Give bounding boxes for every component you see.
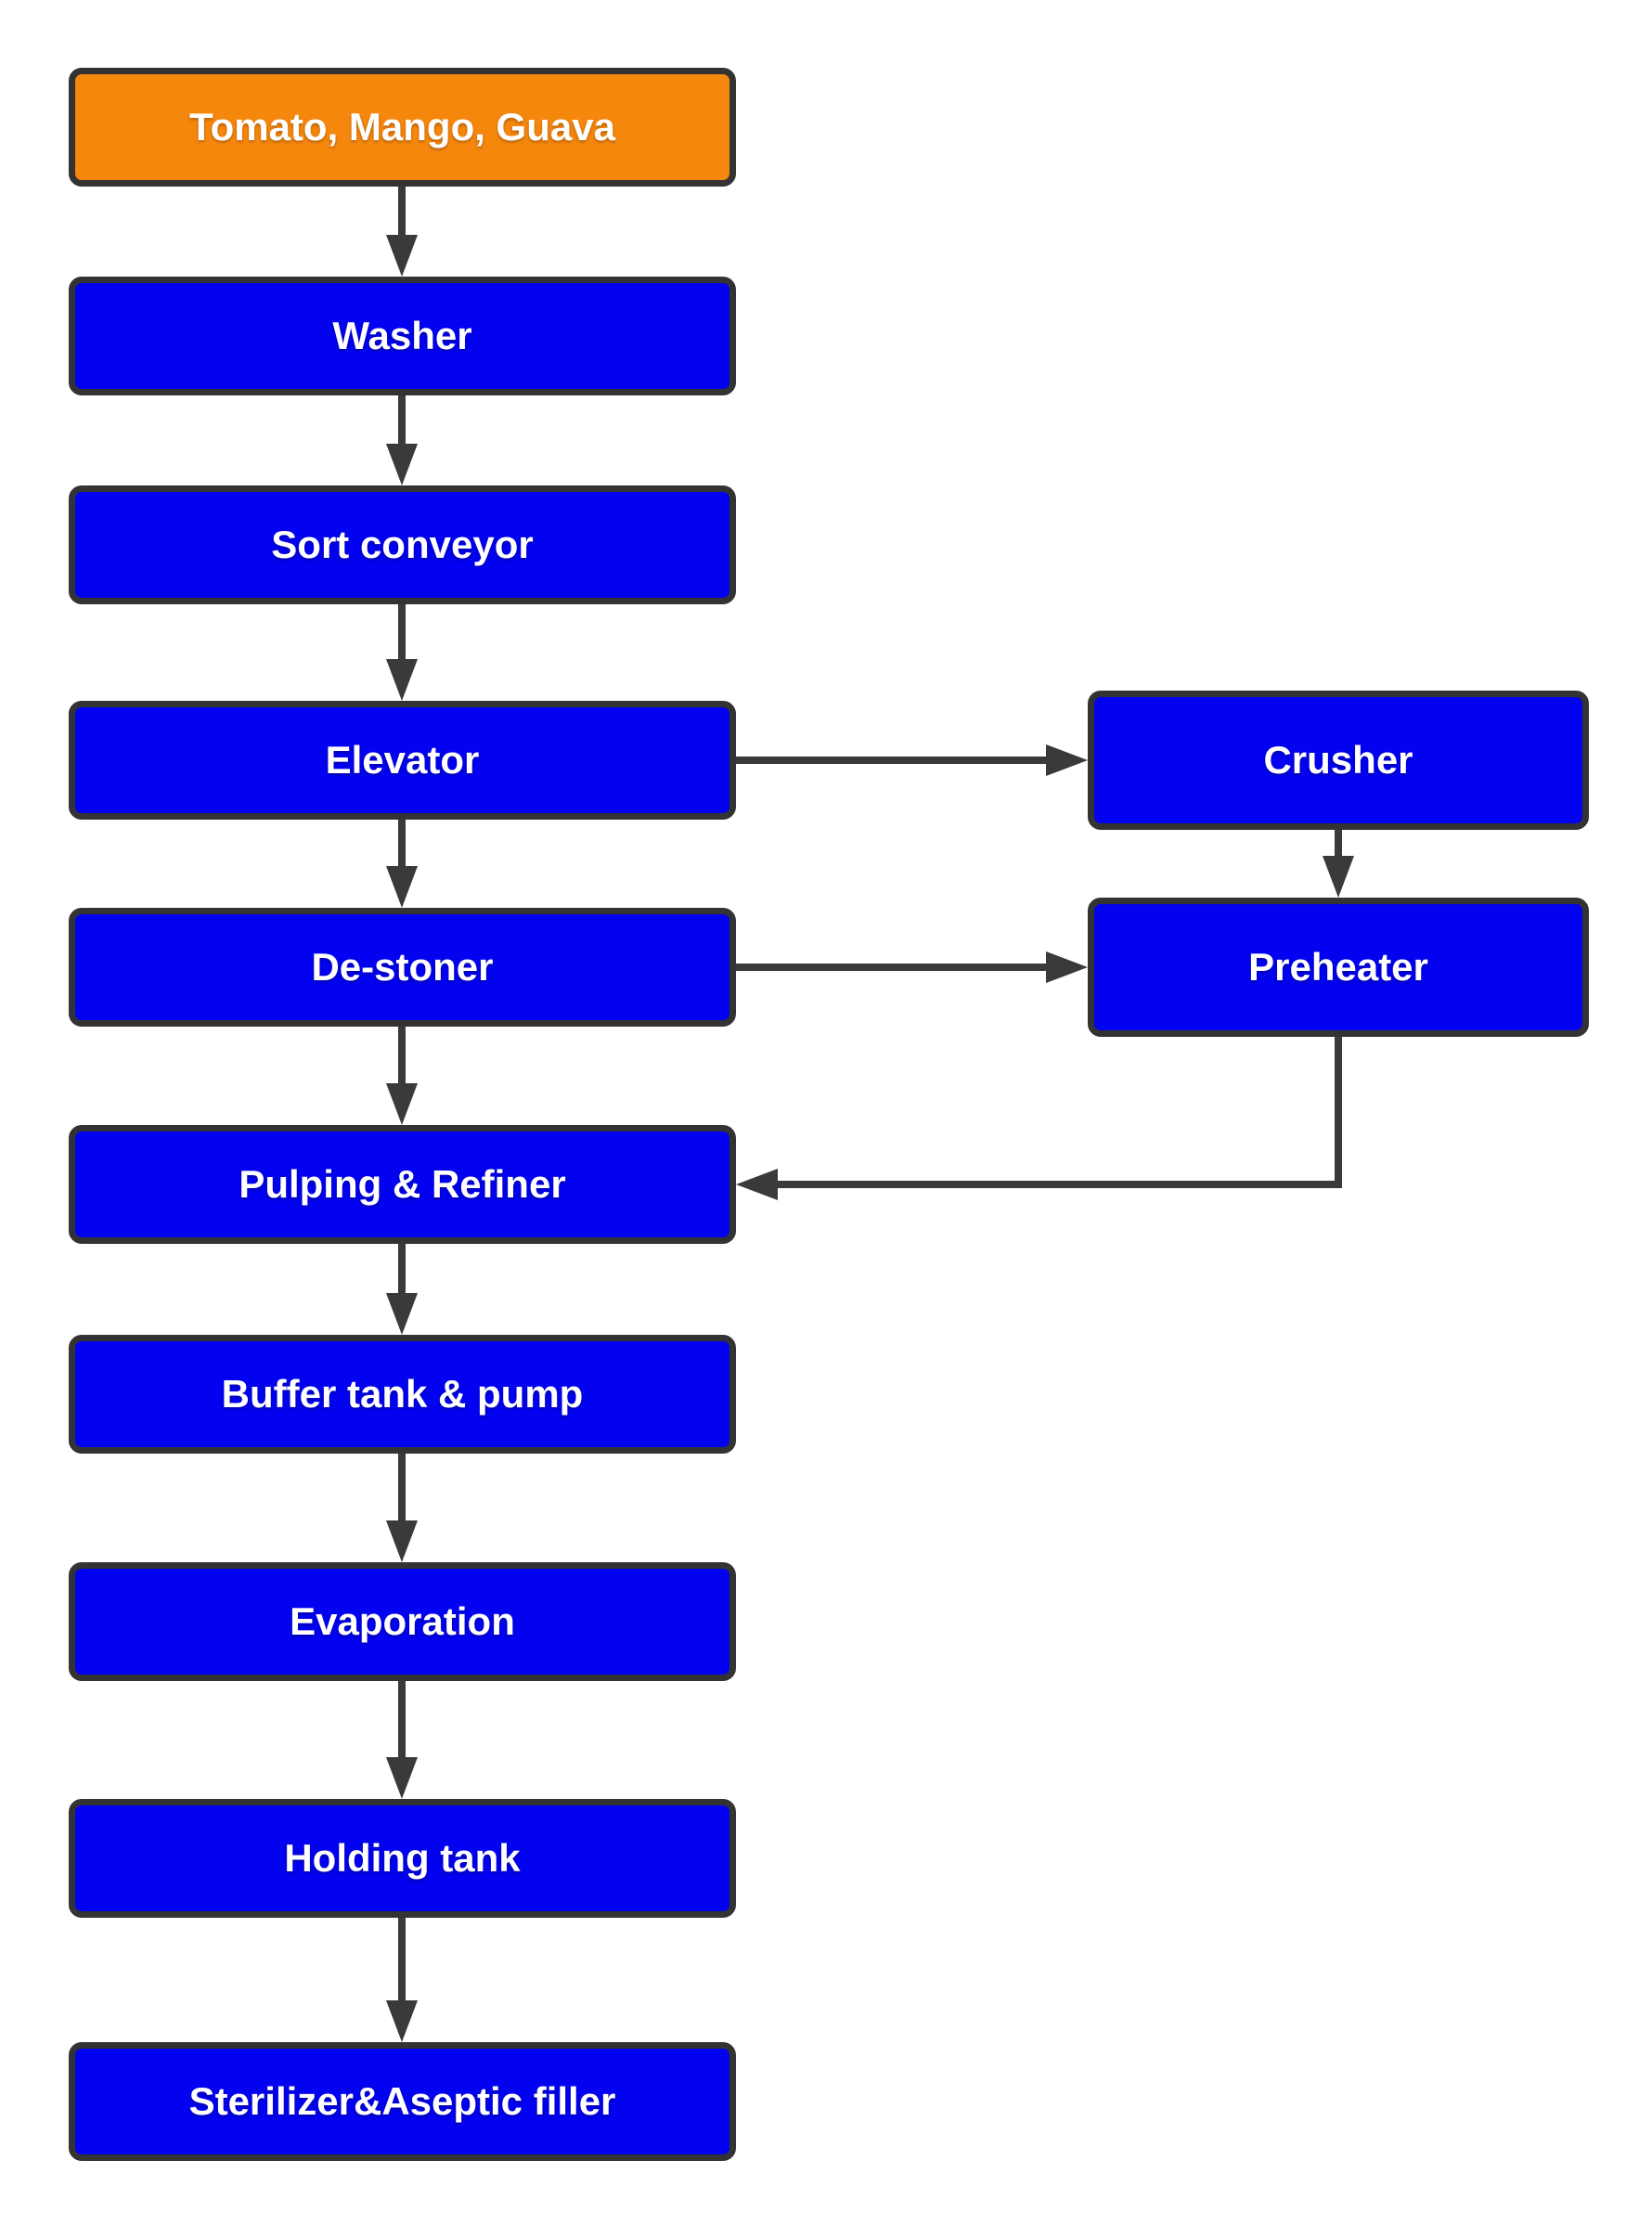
node-buffer-tank-pump-label: Buffer tank & pump: [221, 1372, 584, 1416]
node-elevator: Elevator: [69, 701, 736, 820]
node-preheater-label: Preheater: [1248, 945, 1428, 989]
arrow-preheater-to-pulping: [736, 1037, 1342, 1200]
node-evaporation: Evaporation: [69, 1562, 736, 1681]
node-destoner-label: De-stoner: [311, 945, 494, 989]
node-buffer-tank-pump: Buffer tank & pump: [69, 1335, 736, 1454]
node-washer: Washer: [69, 277, 736, 395]
arrow-buffer-to-evaporation: [386, 1454, 418, 1562]
arrow-destoner-to-preheater: [736, 951, 1088, 983]
arrow-crusher-to-preheater: [1323, 830, 1354, 898]
arrow-elevator-to-crusher: [736, 744, 1088, 776]
arrow-sort-conveyor-to-elevator: [386, 604, 418, 701]
node-pulping-refiner: Pulping & Refiner: [69, 1125, 736, 1244]
arrow-source-to-washer: [386, 185, 418, 277]
node-evaporation-label: Evaporation: [290, 1599, 515, 1643]
node-holding-tank: Holding tank: [69, 1799, 736, 1918]
node-holding-tank-label: Holding tank: [284, 1836, 521, 1880]
node-elevator-label: Elevator: [325, 738, 480, 782]
node-destoner: De-stoner: [69, 908, 736, 1027]
node-sort-conveyor-label: Sort conveyor: [271, 523, 534, 566]
node-sterilizer-aseptic-filler-label: Sterilizer&Aseptic filler: [188, 2079, 616, 2123]
arrow-holding-to-sterilizer: [386, 1918, 418, 2042]
node-sterilizer-aseptic-filler: Sterilizer&Aseptic filler: [69, 2042, 736, 2161]
arrow-destoner-to-pulping: [386, 1027, 418, 1125]
node-crusher-label: Crusher: [1263, 738, 1413, 782]
node-sort-conveyor: Sort conveyor: [69, 485, 736, 604]
node-washer-label: Washer: [332, 314, 472, 357]
arrow-elevator-to-destoner: [386, 820, 418, 908]
node-crusher: Crusher: [1088, 691, 1589, 830]
node-source: Tomato, Mango, Guava: [69, 68, 736, 187]
arrow-washer-to-sort-conveyor: [386, 395, 418, 485]
node-preheater: Preheater: [1088, 898, 1589, 1037]
arrow-pulping-to-buffer: [386, 1244, 418, 1335]
node-pulping-refiner-label: Pulping & Refiner: [239, 1162, 566, 1206]
arrow-evaporation-to-holding: [386, 1681, 418, 1799]
node-source-label: Tomato, Mango, Guava: [189, 105, 615, 149]
